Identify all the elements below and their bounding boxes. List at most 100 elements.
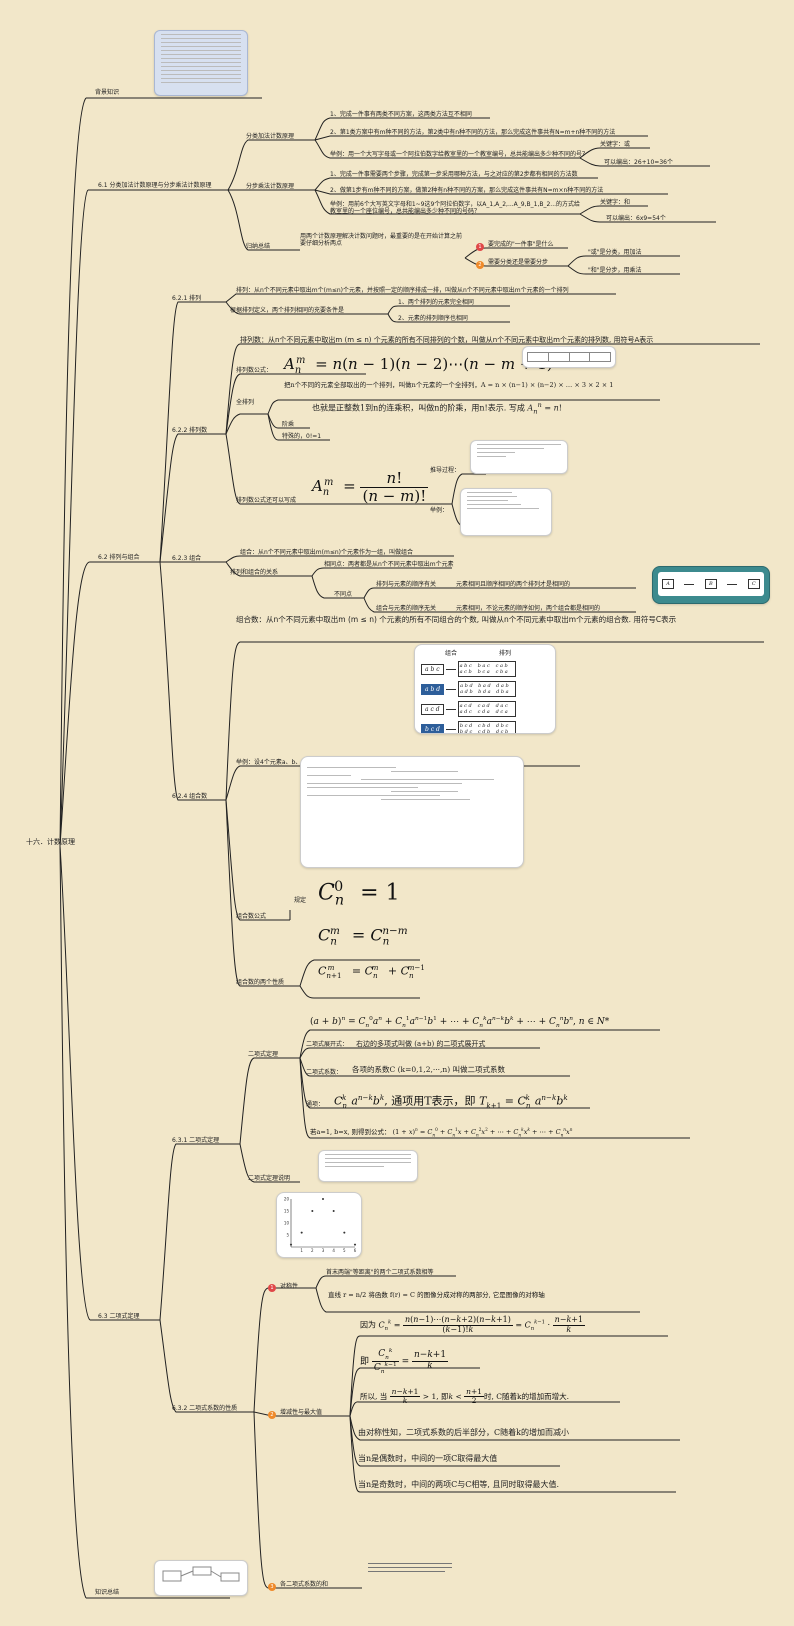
- factorial-label[interactable]: 阶乘: [282, 421, 295, 428]
- binomial-formula: (a + b)n = Cn0an + Cn1an−1b1 + ⋯ + Cnkan…: [310, 1016, 610, 1029]
- table-head-combo: 组合: [445, 650, 458, 657]
- data-point: [311, 1210, 314, 1212]
- coef-label: 二项式系数：: [306, 1069, 343, 1076]
- section-6-2-4[interactable]: 6.2.4 组合数: [172, 793, 208, 800]
- add-principle[interactable]: 分类加法计数原理: [246, 133, 295, 140]
- full-perm-label[interactable]: 全排列: [236, 399, 255, 406]
- number-badge-2: 2: [476, 261, 484, 269]
- symmetry-label[interactable]: 对称性: [280, 1283, 299, 1290]
- section-6-3[interactable]: 6.3 二项式定理: [98, 1313, 140, 1320]
- alt-formula: Anm = n!(n − m)!: [312, 469, 429, 505]
- summary-point-1: 要完成的"一件事"是什么: [488, 241, 554, 248]
- relation-label[interactable]: 排列和组合的关系: [230, 569, 279, 576]
- summary-result-1: "或"是分类，用加法: [588, 249, 642, 256]
- monotonic-label[interactable]: 增减性与最大值: [280, 1409, 323, 1416]
- add-item-2: 2、第1类方案中有m种不同的方法，第2类中有n种不同的方法，那么完成这件事共有N…: [330, 129, 616, 136]
- add-item-1: 1、完成一件事有两类不同方案，这两类方法互不相同: [330, 111, 472, 118]
- data-point: [300, 1231, 303, 1234]
- odd-case: 当n是奇数时，中间的两项C与C相等, 且同时取得最大值.: [358, 1480, 560, 1489]
- property-1: Cnm = Cnn−m: [318, 925, 408, 948]
- factorial-text: 也就是正整数1到n的连乘积，叫做n的阶乘，用n!表示. 写成 Ann = n!: [312, 401, 562, 416]
- table-head-perm: 排列: [499, 650, 512, 657]
- section-6-2-2[interactable]: 6.2.2 排列数: [172, 427, 208, 434]
- data-point: [290, 1243, 292, 1246]
- even-case: 当n是偶数时，中间的一项C取得最大值: [358, 1454, 498, 1463]
- data-point: [322, 1198, 324, 1200]
- y-tick-label: 10: [284, 1221, 290, 1226]
- mul-example: 举例：用前6个大写英文字母和1~9这9个阿拉伯数字，以A_1,A_2,...A_…: [330, 201, 581, 215]
- rule-formula: Cn0 = 1: [318, 879, 400, 909]
- derivation-card: [470, 440, 568, 474]
- symmetry-text: 首末两端"等距离"的两个二项式系数相等: [326, 1269, 434, 1276]
- section-6-2-3[interactable]: 6.2.3 组合: [172, 555, 202, 562]
- so-tail: 时, C随着k的增加而增大.: [484, 1391, 569, 1401]
- root-topic[interactable]: 十六．计数原理: [26, 838, 75, 846]
- x-tick-label: 1: [300, 1248, 303, 1253]
- add-example: 举例：用一个大写字母或一个阿拉伯数字给教室里的一个教室编号，总共能编出多少种不同…: [330, 151, 589, 158]
- expand-label: 二项式展开式：: [306, 1041, 349, 1048]
- section-6-2[interactable]: 6.2 排列与组合: [98, 554, 140, 561]
- theorem-explain-card: [318, 1150, 418, 1182]
- symmetry-line: 直线 r = n/2 将函数 f(r) = C 的图像分成对称的两部分, 它是图…: [328, 1291, 545, 1299]
- derivation-label: 推导过程：: [430, 467, 461, 474]
- summary-61[interactable]: 归纳总结: [246, 243, 271, 250]
- background-node[interactable]: 背景知识: [95, 89, 120, 96]
- x-tick-label: 3: [322, 1248, 325, 1253]
- summary-point-2: 需要分类还是需要分步: [488, 259, 549, 266]
- summary-61-text: 用两个计数原理解决计数问题时，最重要的是在开始计算之前要仔细分析两点: [300, 233, 463, 247]
- expand-text: 右边的多项式叫做 (a+b) 的二项式展开式: [356, 1040, 486, 1048]
- mul-principle[interactable]: 分步乘法计数原理: [246, 183, 295, 190]
- perm-condition-1: 1、两个排列的元素完全相同: [398, 299, 474, 306]
- mul-item-2: 2、做第1步有m种不同的方案，做第2种有n种不同的方案，那么完成这件事共有N=m…: [330, 187, 604, 194]
- add-result: 可以编出：26+10=36个: [604, 159, 673, 166]
- ie-word: 即: [360, 1357, 370, 1368]
- binomial-theorem[interactable]: 二项式定理: [248, 1051, 279, 1058]
- knowledge-summary[interactable]: 知识总结: [95, 1589, 120, 1596]
- diff-combo: 组合与元素的顺序无关: [376, 605, 437, 612]
- background-text-card: [154, 30, 248, 96]
- mul-item-1: 1、完成一件事需要两个步骤，完成第一步采用哪种方法，与之对应的第2步都有相同的方…: [330, 171, 578, 178]
- data-point: [332, 1210, 335, 1212]
- full-perm-text: 把n个不同的元素全部取出的一个排列，叫做n个元素的一个全排列，A = n × (…: [284, 381, 614, 389]
- mul-keyword: 关键字：和: [600, 199, 631, 206]
- x-tick-label: 5: [343, 1248, 346, 1253]
- summary-diagram: [162, 1566, 240, 1582]
- so-word: 所以, 当: [360, 1391, 388, 1401]
- example-card: [460, 488, 552, 536]
- perm-number-definition: 排列数：从n个不同元素中取出m (m ≤ n) 个元素的所有不同排列的个数，叫做…: [240, 336, 654, 344]
- number-badge-2: 2: [268, 1411, 276, 1419]
- section-6-1[interactable]: 6.1 分类加法计数原理与分步乘法计数原理: [98, 182, 212, 189]
- text-lines: [155, 34, 247, 83]
- same-point: 相同点：两者都是从n个不同元素中取出m个元素: [324, 561, 454, 568]
- symmetry-knowledge: 由对称性知，二项式系数的后半部分，C随着k的增加而减小: [358, 1428, 569, 1437]
- because-word: 因为: [360, 1320, 376, 1330]
- diff-point[interactable]: 不同点: [334, 591, 353, 598]
- perm-condition-2: 2、元素的排列顺序也相同: [398, 315, 468, 322]
- combo-definition: 组合：从n个不同元素中取出m(m≤n)个元素作为一组，叫做组合: [240, 549, 414, 556]
- because-formula: 因为 Cnk = n(n−1)⋯(n−k+2)(n−k+1)(k−1)!k = …: [360, 1315, 586, 1334]
- coef-sum-label[interactable]: 各二项式系数的和: [280, 1581, 329, 1588]
- term-label: 通项：: [306, 1101, 325, 1108]
- perm-definition: 排列：从n个不同元素中取出m个(m≤n)个元素，并按照一定的顺序排成一排，叫做从…: [236, 287, 569, 294]
- property-2: Cn+1m = Cnm + Cnm−1: [318, 963, 425, 980]
- coef-sum-card: [362, 1560, 458, 1584]
- special-formula: 若a=1, b=x, 则得到公式： (1 + x)n = Cn0 + Cn1x …: [310, 1127, 573, 1138]
- summary-result-2: "和"是分步，用乘法: [588, 267, 642, 274]
- section-6-3-2[interactable]: 6.3.2 二项式系数的性质: [172, 1405, 238, 1412]
- theorem-explain-label[interactable]: 二项式定理说明: [248, 1175, 291, 1182]
- term-desc: 通项用T表示，即: [391, 1094, 476, 1108]
- data-point: [354, 1243, 356, 1246]
- mul-result: 可以编出：6x9=54个: [606, 215, 666, 222]
- section-6-3-1[interactable]: 6.3.1 二项式定理: [172, 1137, 220, 1144]
- section-6-2-1[interactable]: 6.2.1 排列: [172, 295, 202, 302]
- y-tick-label: 5: [286, 1233, 289, 1238]
- perm-formula-label: 排列数公式：: [236, 367, 273, 374]
- special-zero: 特殊的，0!=1: [282, 433, 322, 440]
- special-desc: 若a=1, b=x, 则得到公式：: [310, 1128, 391, 1137]
- example-label: 举例：: [430, 507, 449, 514]
